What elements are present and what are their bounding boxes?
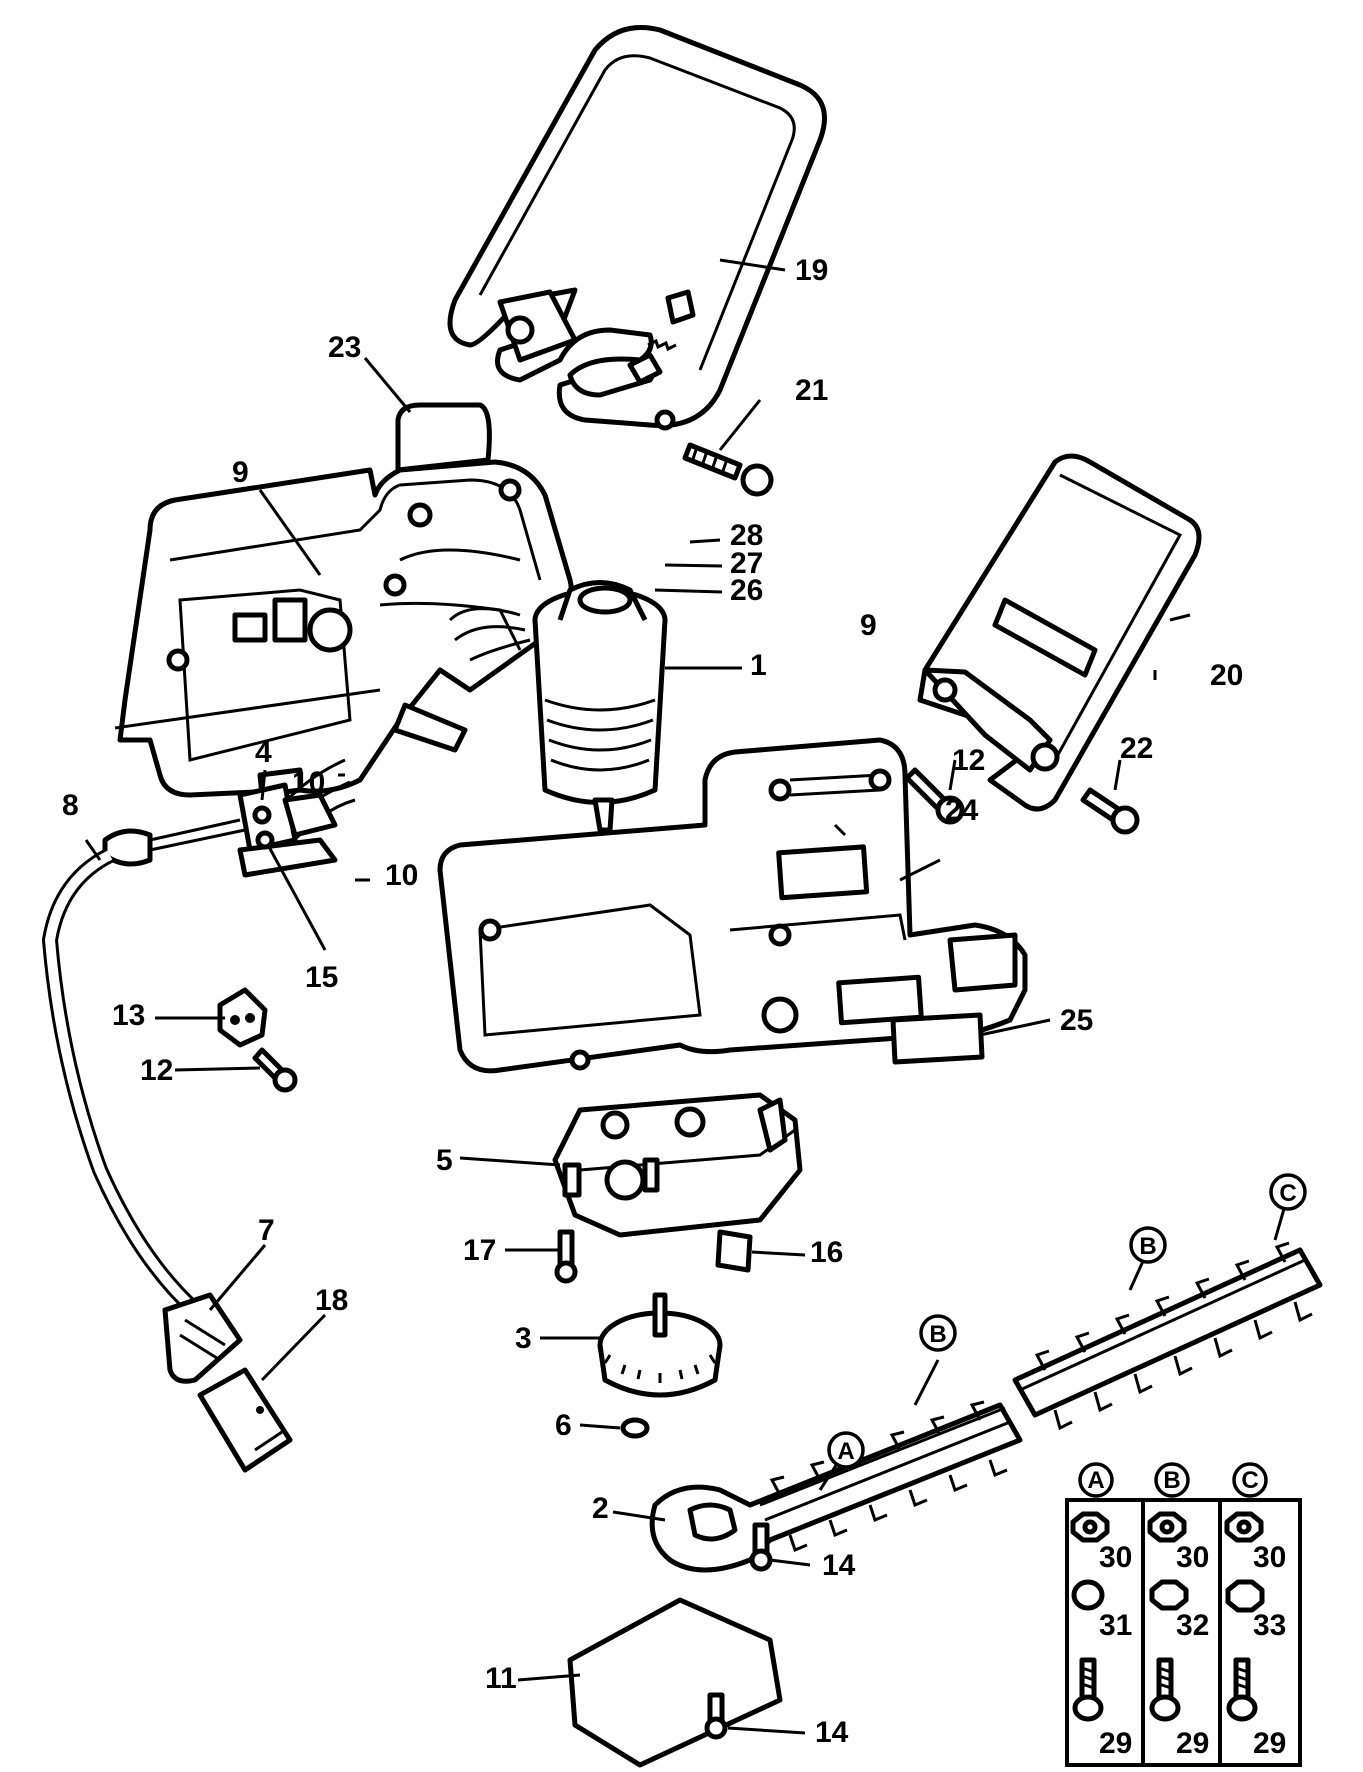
callout-b-rear: B bbox=[1139, 1233, 1156, 1260]
label-part-23: 23 bbox=[328, 331, 361, 364]
washer-part-6 bbox=[620, 1417, 650, 1439]
motor-part-1 bbox=[448, 580, 668, 833]
table-a-washer: 31 bbox=[1099, 1609, 1132, 1642]
screw-part-12-lower bbox=[252, 1047, 298, 1093]
table-a-nut: 30 bbox=[1099, 1541, 1132, 1574]
left-housing-part-9 bbox=[114, 402, 574, 798]
label-part-14-lower: 14 bbox=[815, 1716, 849, 1749]
label-part-17: 17 bbox=[463, 1234, 496, 1267]
part-labels: 1 2 3 4 5 6 7 8 9 9 10 10 11 12 12 13 14… bbox=[62, 254, 1243, 1749]
label-part-7: 7 bbox=[258, 1214, 275, 1247]
guard-part-20 bbox=[917, 453, 1202, 812]
label-part-8: 8 bbox=[62, 789, 79, 822]
leader-lines bbox=[84, 258, 1191, 1735]
gearbox-part-5 bbox=[552, 1092, 803, 1238]
screw-part-17 bbox=[554, 1229, 578, 1284]
gear-part-3 bbox=[597, 1292, 723, 1398]
table-c-nut: 30 bbox=[1253, 1541, 1286, 1574]
brush-parts-26-27-28 bbox=[627, 289, 696, 385]
table-header-c: C bbox=[1241, 1467, 1258, 1494]
callout-c: C bbox=[1279, 1180, 1296, 1207]
label-part-5: 5 bbox=[436, 1144, 453, 1177]
label-part-24: 24 bbox=[945, 794, 979, 827]
label-part-15: 15 bbox=[305, 961, 338, 994]
connector-part-18 bbox=[197, 1367, 293, 1473]
label-part-10-lower: 10 bbox=[385, 859, 418, 892]
label-part-26: 26 bbox=[730, 574, 763, 607]
label-part-25: 25 bbox=[1060, 1004, 1093, 1037]
screw-part-14-lower bbox=[704, 1692, 728, 1740]
label-part-13: 13 bbox=[112, 999, 145, 1032]
label-part-1: 1 bbox=[750, 649, 767, 682]
label-part-9-right: 9 bbox=[860, 609, 877, 642]
table-a-screw: 29 bbox=[1099, 1727, 1132, 1760]
label-part-25 bbox=[890, 1012, 985, 1065]
cord-clamp-part-13 bbox=[217, 987, 268, 1048]
label-part-20: 20 bbox=[1210, 659, 1243, 692]
hardware-table: A B C 30 31 29 30 32 29 30 33 29 bbox=[1065, 1462, 1302, 1767]
label-part-12-lower: 12 bbox=[140, 1054, 173, 1087]
screw-part-12-upper bbox=[904, 767, 965, 825]
callout-b-front: B bbox=[929, 1321, 946, 1348]
label-part-2: 2 bbox=[592, 1492, 609, 1525]
label-part-11: 11 bbox=[485, 1662, 517, 1695]
blade-callouts: A B B C bbox=[818, 1173, 1307, 1491]
screw-part-22 bbox=[1080, 787, 1140, 835]
table-b-nut: 30 bbox=[1176, 1541, 1209, 1574]
label-part-22: 22 bbox=[1120, 732, 1153, 765]
label-part-3: 3 bbox=[515, 1322, 532, 1355]
table-c-screw: 29 bbox=[1253, 1727, 1286, 1760]
switch-part-4 bbox=[237, 782, 338, 878]
right-housing-part-9 bbox=[437, 737, 1028, 1074]
label-part-16: 16 bbox=[810, 1236, 843, 1269]
table-header-b: B bbox=[1163, 1467, 1180, 1494]
label-part-18: 18 bbox=[315, 1284, 348, 1317]
label-part-14-upper: 14 bbox=[822, 1549, 856, 1582]
pad-part-16 bbox=[715, 1229, 753, 1273]
label-part-10-upper: 10 bbox=[292, 766, 325, 799]
label-part-6: 6 bbox=[555, 1409, 572, 1442]
table-b-screw: 29 bbox=[1176, 1727, 1209, 1760]
screw-part-14-upper bbox=[749, 1522, 773, 1572]
blade-part-2 bbox=[649, 1400, 1023, 1573]
label-part-21: 21 bbox=[795, 374, 828, 407]
label-part-9-left: 9 bbox=[232, 456, 249, 489]
front-handle-part-19 bbox=[447, 25, 827, 431]
table-b-washer: 32 bbox=[1176, 1609, 1209, 1642]
label-part-12-upper: 12 bbox=[952, 744, 985, 777]
label-part-4: 4 bbox=[255, 736, 272, 769]
label-part-27: 27 bbox=[730, 547, 763, 580]
plug-part-7 bbox=[162, 1292, 243, 1384]
table-header-a: A bbox=[1087, 1467, 1104, 1494]
table-c-washer: 33 bbox=[1253, 1609, 1286, 1642]
cover-plate-part-11 bbox=[567, 1597, 783, 1768]
cord-part-8 bbox=[41, 818, 246, 1316]
blade-section-far bbox=[1012, 1241, 1323, 1431]
label-part-19: 19 bbox=[795, 254, 828, 287]
label-part-28: 28 bbox=[730, 519, 763, 552]
callout-a: A bbox=[837, 1438, 854, 1465]
screw-part-21 bbox=[682, 442, 774, 497]
